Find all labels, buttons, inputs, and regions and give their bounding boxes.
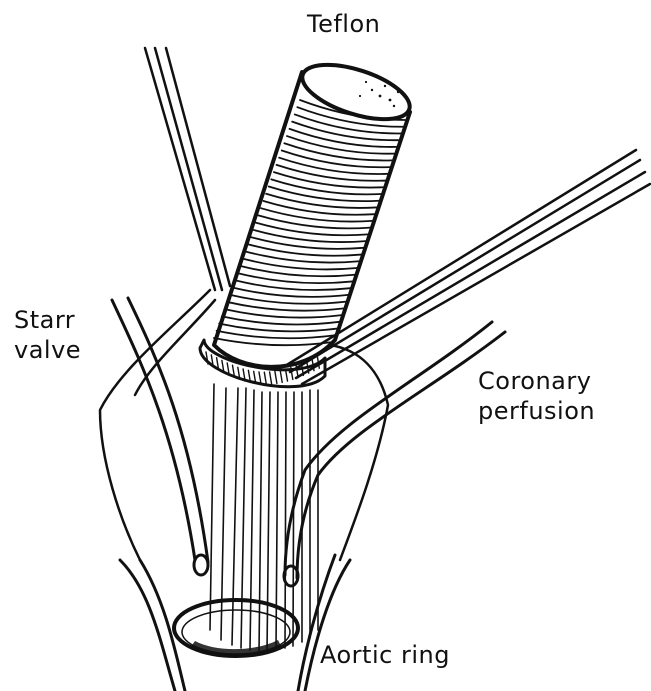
- label-coronary-line2: perfusion: [478, 397, 595, 425]
- teflon-rib: [245, 251, 359, 262]
- teflon-rib: [217, 331, 336, 338]
- left-guide-wires: [145, 48, 230, 290]
- collar-tick: [270, 372, 272, 384]
- teflon-rib: [250, 237, 363, 249]
- teflon-rib: [214, 338, 333, 345]
- teflon-rib: [248, 244, 361, 255]
- right-guide-wires: [285, 150, 650, 384]
- collar-tick: [275, 371, 277, 383]
- suture-bundle: [210, 384, 318, 652]
- collar-tick: [280, 370, 282, 382]
- coronary-perfusion-tube: [284, 322, 505, 586]
- label-coronary-line1: Coronary: [478, 367, 591, 395]
- left-sling: [100, 290, 215, 560]
- aorta-walls: [120, 555, 350, 691]
- teflon-rib: [297, 107, 402, 127]
- label-starr-line1: Starr: [14, 306, 75, 334]
- label-starr-line2: valve: [14, 336, 81, 364]
- teflon-tube: [214, 54, 416, 367]
- teflon-rib: [287, 136, 394, 154]
- teflon-rib: [300, 100, 405, 120]
- label-aortic-ring: Aortic ring: [320, 641, 450, 669]
- collar-tick: [264, 372, 266, 384]
- teflon-rib: [290, 129, 397, 147]
- aortic-ring-shape: [174, 600, 298, 657]
- teflon-rib: [292, 122, 398, 141]
- label-teflon: Teflon: [306, 10, 380, 38]
